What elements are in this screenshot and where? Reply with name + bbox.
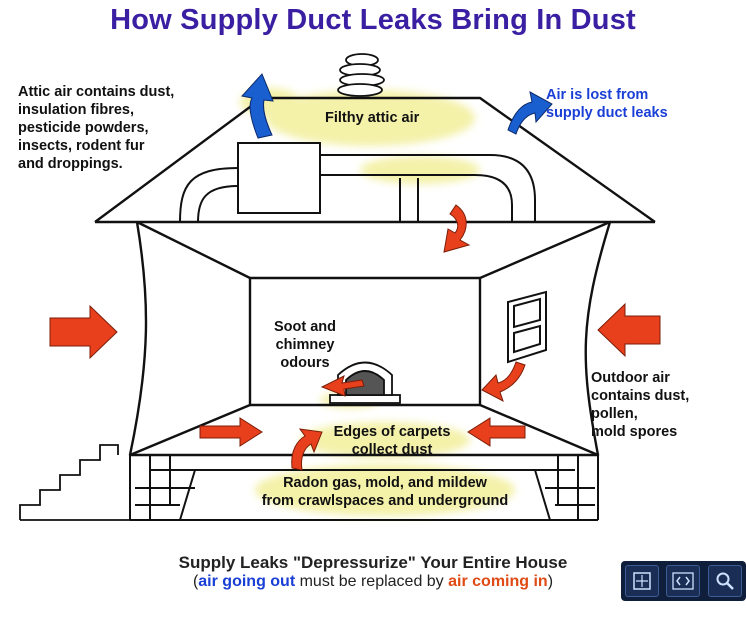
fit-screen-button[interactable] <box>624 565 659 597</box>
fit-screen-icon <box>633 572 651 590</box>
window <box>507 290 547 364</box>
air-going-out-text: air going out <box>198 573 296 590</box>
prev-next-icon <box>672 572 695 590</box>
caption-main: Supply Leaks "Depressurize" Your Entire … <box>178 553 568 572</box>
air-out-arrows <box>241 73 553 139</box>
air-coming-in-text: air coming in <box>448 573 548 590</box>
attic-dust-label: Attic air contains dust, insulation fibr… <box>18 84 175 172</box>
zoom-button[interactable] <box>708 565 743 597</box>
page-title: How Supply Duct Leaks Bring In Dust <box>110 4 636 36</box>
radon-label: Radon gas, mold, and mildew from crawlsp… <box>261 475 509 509</box>
roof <box>94 96 656 224</box>
chimney-stack <box>337 53 385 97</box>
prev-next-button[interactable] <box>666 565 701 597</box>
filthy-attic-label: Filthy attic air <box>325 110 420 126</box>
carpets-label: Edges of carpets collect dust <box>333 424 451 458</box>
viewer-toolbar <box>621 561 746 601</box>
ducts <box>179 142 536 223</box>
dust-haze <box>240 88 515 516</box>
air-in-arrows <box>49 204 661 471</box>
outdoor-air-label: Outdoor air contains dust, pollen, mold … <box>591 370 690 440</box>
zoom-icon <box>716 572 735 590</box>
caption-sub: (air going out must be replaced by air c… <box>192 573 554 590</box>
stairs <box>19 444 130 521</box>
foundation <box>129 455 599 521</box>
air-lost-label: Air is lost from supply duct leaks <box>546 87 668 121</box>
room-walls <box>128 220 612 457</box>
soot-label: Soot and chimney odours <box>273 319 337 371</box>
